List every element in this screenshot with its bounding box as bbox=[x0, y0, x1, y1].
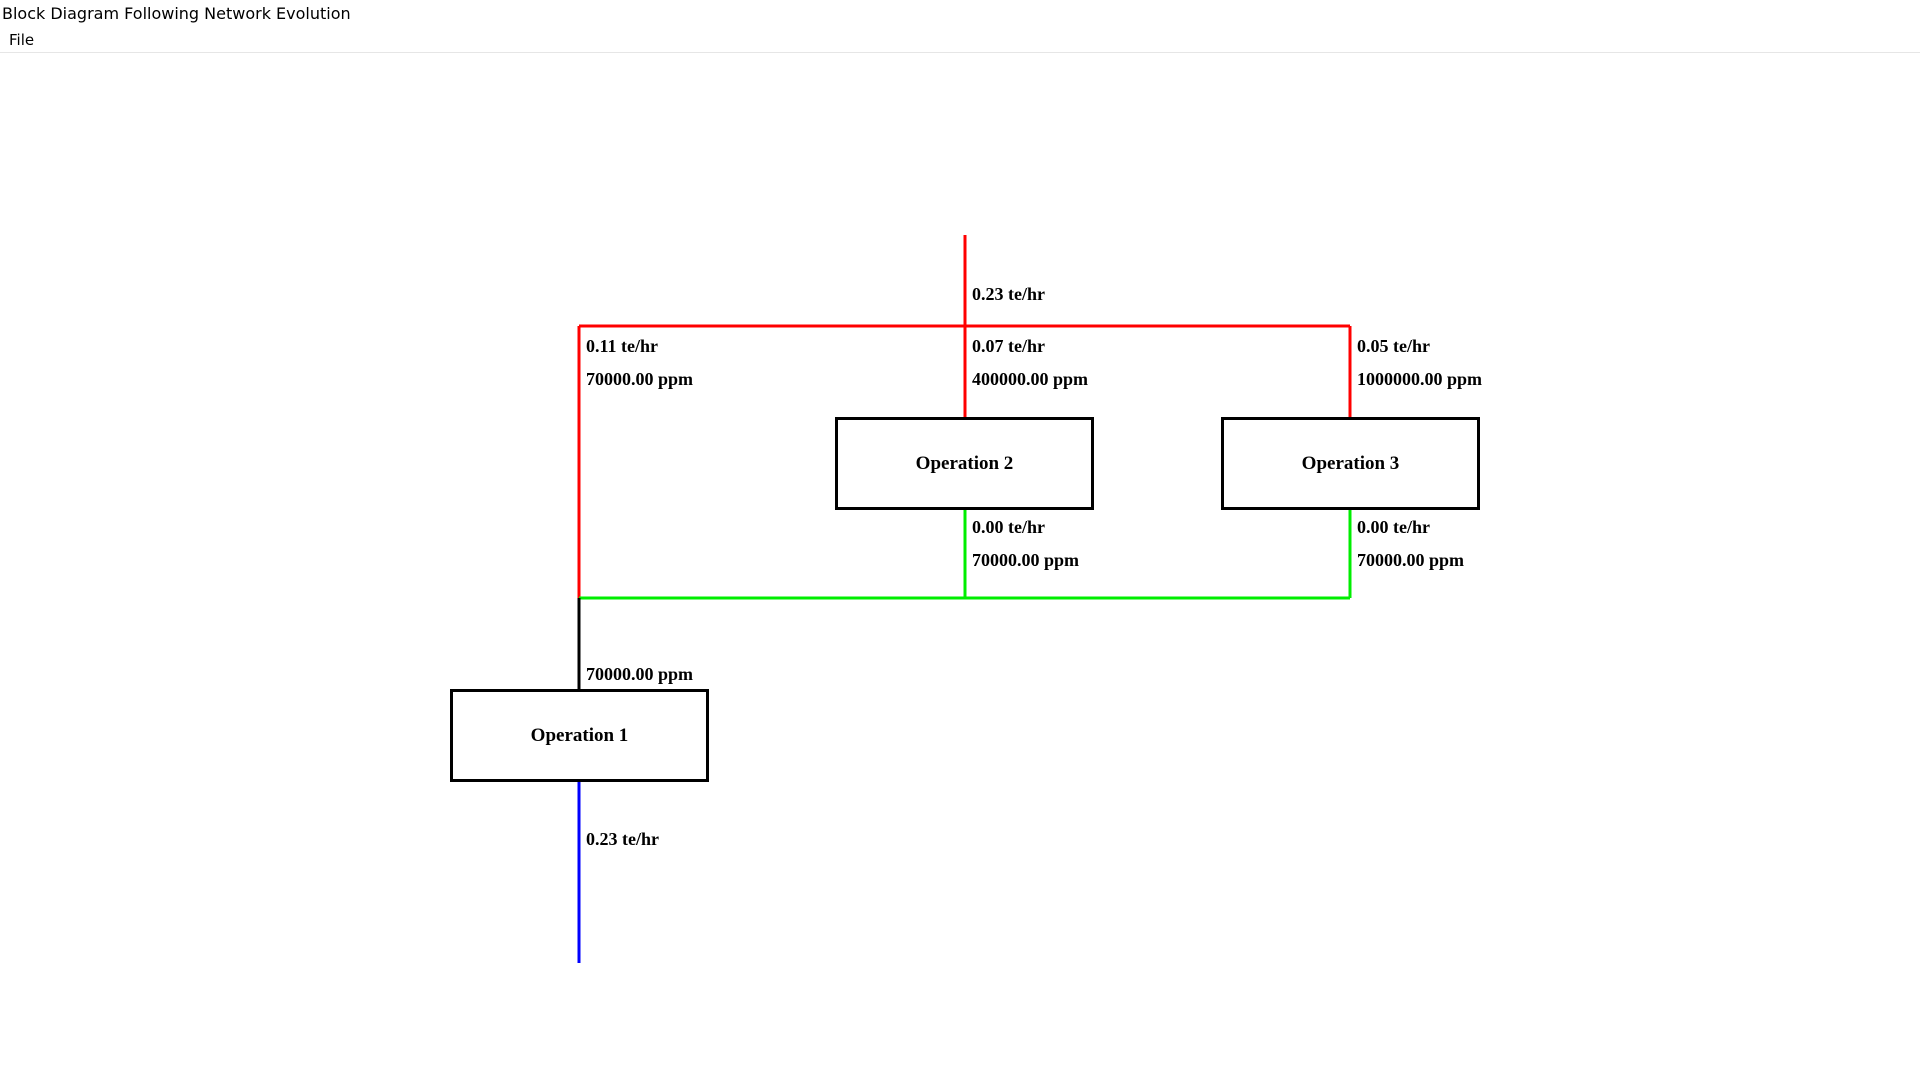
title-bar: Block Diagram Following Network Evolutio… bbox=[0, 0, 1920, 28]
operation-3-label: Operation 3 bbox=[1301, 452, 1400, 474]
diagram-canvas: Operation 2 Operation 3 Operation 1 0.23… bbox=[0, 53, 1920, 1080]
menu-file[interactable]: File bbox=[9, 31, 35, 49]
op2-fresh-flow-label: 0.07 te/hr bbox=[972, 336, 1045, 356]
op1-fresh-flow-label: 0.11 te/hr bbox=[586, 336, 658, 356]
op1-fresh-conc-label: 70000.00 ppm bbox=[586, 369, 694, 389]
operation-2-box[interactable]: Operation 2 bbox=[835, 417, 1094, 510]
op3-out-conc-label: 70000.00 ppm bbox=[1357, 550, 1465, 570]
op1-in-conc-label: 70000.00 ppm bbox=[586, 664, 694, 684]
op3-fresh-conc-label: 1000000.00 ppm bbox=[1357, 369, 1483, 389]
op2-out-flow-label: 0.00 te/hr bbox=[972, 517, 1045, 537]
operation-1-box[interactable]: Operation 1 bbox=[450, 689, 709, 782]
operation-2-label: Operation 2 bbox=[915, 452, 1014, 474]
operation-3-box[interactable]: Operation 3 bbox=[1221, 417, 1480, 510]
operation-1-label: Operation 1 bbox=[530, 724, 629, 746]
menu-bar: File bbox=[0, 28, 1920, 53]
waste-flow-label: 0.23 te/hr bbox=[586, 829, 659, 849]
op3-out-flow-label: 0.00 te/hr bbox=[1357, 517, 1430, 537]
op2-out-conc-label: 70000.00 ppm bbox=[972, 550, 1080, 570]
op2-fresh-conc-label: 400000.00 ppm bbox=[972, 369, 1089, 389]
fresh-total-flow-label: 0.23 te/hr bbox=[972, 284, 1045, 304]
window-title: Block Diagram Following Network Evolutio… bbox=[2, 4, 351, 23]
diagram-lines bbox=[577, 235, 1352, 963]
op3-fresh-flow-label: 0.05 te/hr bbox=[1357, 336, 1430, 356]
